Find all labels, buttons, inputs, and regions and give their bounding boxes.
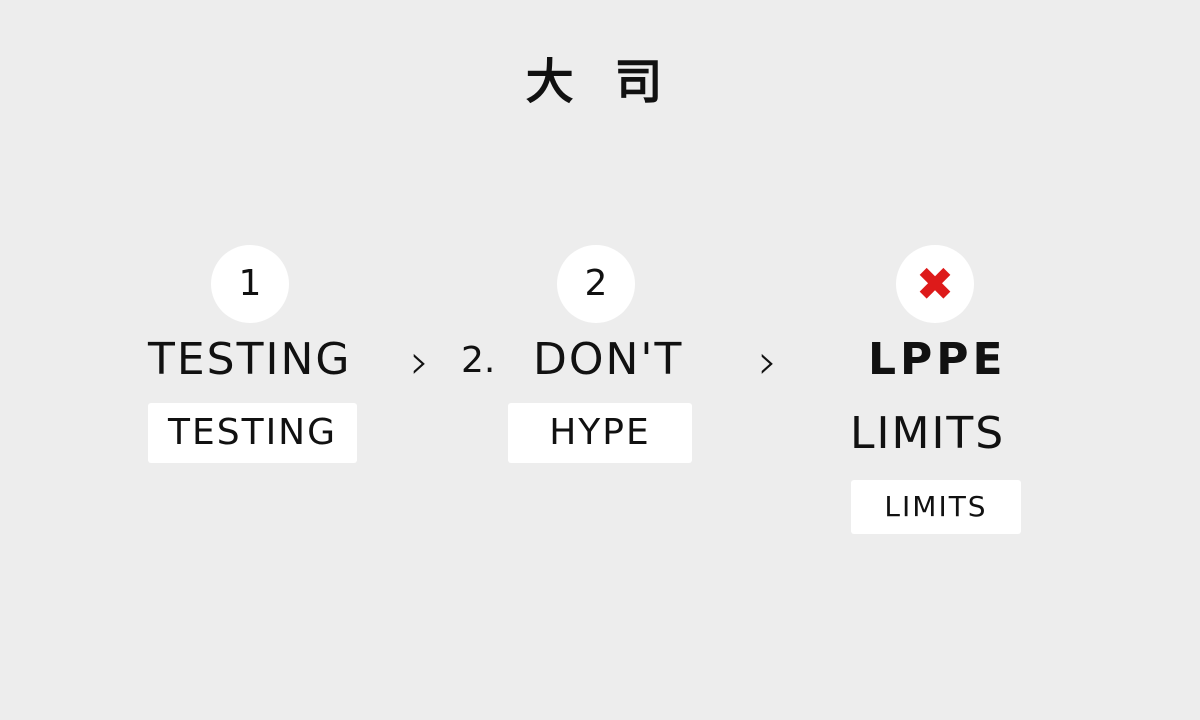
step-3-badge: ✖ (896, 245, 974, 323)
cross-icon: ✖ (915, 257, 955, 311)
step-2-tag: HYPE (508, 403, 692, 463)
step-2-label: DON'T (533, 334, 684, 385)
step-2-number: 2 (584, 263, 608, 304)
step-2-prefix: 2. (461, 340, 496, 381)
step-1-number: 1 (238, 263, 262, 304)
step-1-tag: TESTING (148, 403, 357, 463)
chevron-right-icon: › (758, 334, 778, 390)
step-2-badge: 2 (557, 245, 635, 323)
step-3-tag: LIMITS (851, 480, 1021, 534)
chevron-right-icon: › (410, 334, 430, 390)
step-1-label: TESTING (148, 334, 352, 385)
step-3-label: LPPE (868, 334, 1007, 385)
step-1-badge: 1 (211, 245, 289, 323)
page-title: 大 司 (525, 54, 675, 110)
step-3-sublabel: LIMITS (850, 408, 1006, 459)
